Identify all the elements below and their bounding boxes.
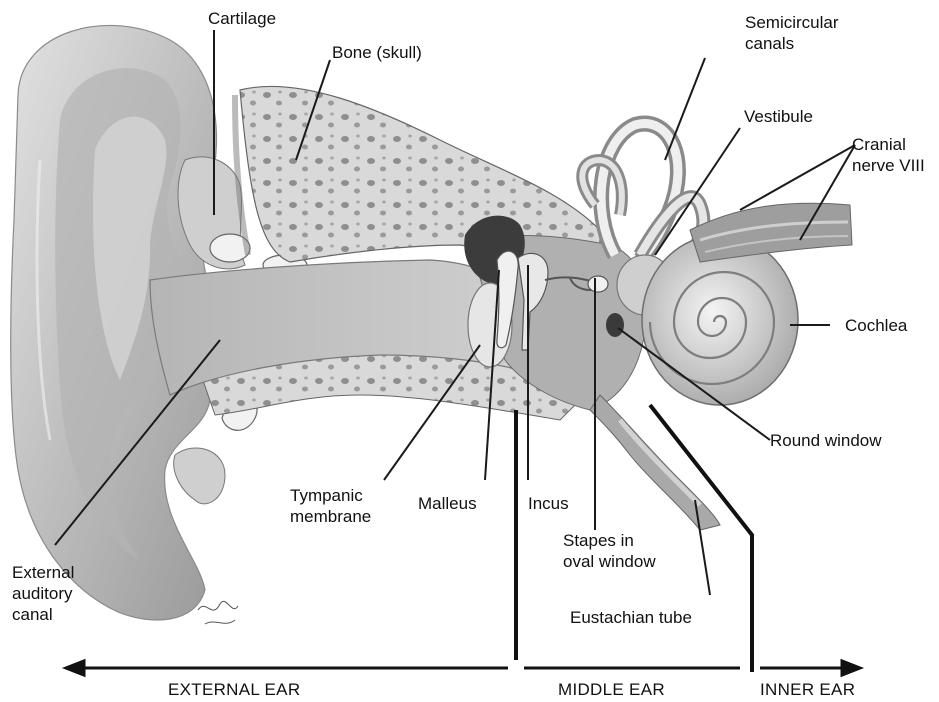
label-incus: Incus — [528, 493, 569, 514]
section-middle-ear: MIDDLE EAR — [558, 680, 665, 700]
label-cartilage: Cartilage — [208, 8, 276, 29]
label-external-auditory-canal: External auditory canal — [12, 562, 74, 625]
label-cochlea: Cochlea — [845, 315, 907, 336]
label-bone-skull: Bone (skull) — [332, 42, 422, 63]
section-arrows — [66, 661, 860, 675]
label-stapes: Stapes in oval window — [563, 530, 656, 572]
cochlea-shape — [642, 235, 798, 405]
label-cranial-nerve: Cranial nerve VIII — [852, 134, 925, 176]
cranial-nerve-shape — [690, 203, 852, 262]
artist-signature — [198, 601, 238, 624]
label-eustachian-tube: Eustachian tube — [570, 607, 692, 628]
label-vestibule: Vestibule — [744, 106, 813, 127]
label-semicircular-canals: Semicircular canals — [745, 12, 839, 54]
section-external-ear: EXTERNAL EAR — [168, 680, 300, 700]
label-malleus: Malleus — [418, 493, 477, 514]
section-inner-ear: INNER EAR — [760, 680, 855, 700]
round-window-shape — [606, 313, 624, 337]
label-round-window: Round window — [770, 430, 882, 451]
label-tympanic-membrane: Tympanic membrane — [290, 485, 371, 527]
